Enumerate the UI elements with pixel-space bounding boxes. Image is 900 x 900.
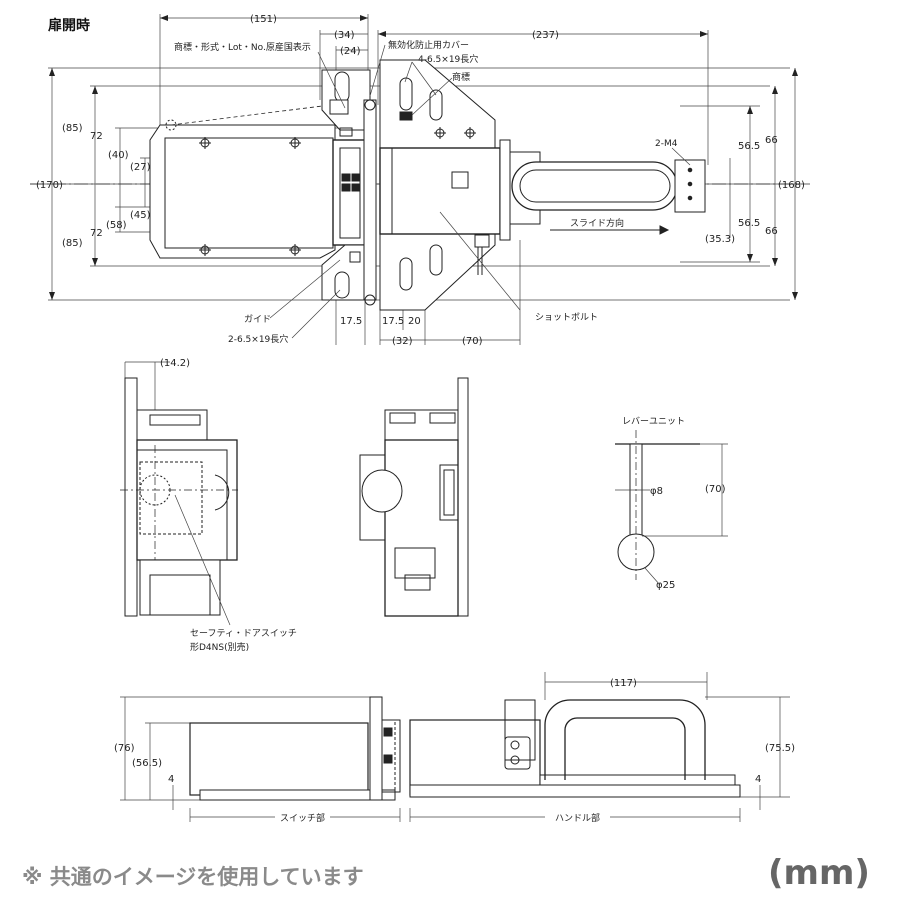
- label-slide: スライド方向: [570, 217, 624, 229]
- label-holes-4: 4-6.5×19長穴: [418, 53, 478, 65]
- label-guide: ガイド: [244, 314, 271, 325]
- dim-72-top: 72: [90, 131, 103, 142]
- unit-label: (mm): [768, 853, 870, 893]
- dim-17-5-right: 17.5: [382, 316, 404, 327]
- label-trademark: 商標: [452, 71, 470, 83]
- dim-56-5-top: 56.5: [738, 141, 760, 152]
- dim-70-lever: (70): [705, 484, 726, 495]
- lever-unit: [615, 430, 728, 586]
- dim-32: (32): [392, 336, 413, 347]
- label-handle-part: ハンドル部: [555, 812, 600, 824]
- dim-34: (34): [334, 30, 355, 41]
- dim-151: (151): [250, 14, 277, 25]
- dim-24: (24): [340, 46, 361, 57]
- top-view: [30, 14, 810, 345]
- view-title: 扉開時: [48, 17, 90, 34]
- label-cover: 無効化防止用カバー: [388, 39, 469, 51]
- dim-27: (27): [130, 162, 151, 173]
- dim-4-left: 4: [168, 774, 174, 785]
- bottom-view: [120, 672, 790, 822]
- side-view-handle: [359, 377, 469, 617]
- dim-35-3: (35.3): [705, 234, 735, 245]
- footer-note: ※ 共通のイメージを使用しています: [22, 865, 364, 889]
- dim-phi8: φ8: [650, 486, 663, 497]
- dim-20: 20: [408, 316, 421, 327]
- dim-85-top: (85): [62, 123, 83, 134]
- label-switch-2: 形D4NS(別売): [190, 641, 249, 653]
- dim-70: (70): [462, 336, 483, 347]
- dim-76: (76): [114, 743, 135, 754]
- label-m4: 2-M4: [655, 139, 678, 149]
- dim-56-5: (56.5): [132, 758, 162, 769]
- dim-66-top: 66: [765, 135, 778, 146]
- dim-75-5: (75.5): [765, 743, 795, 754]
- dim-58: (58): [106, 220, 127, 231]
- dim-17-5-left: 17.5: [340, 316, 362, 327]
- dim-85-bot: (85): [62, 238, 83, 249]
- dim-4-right: 4: [755, 774, 761, 785]
- dim-66-bot: 66: [765, 226, 778, 237]
- lever-title: レバーユニット: [622, 416, 685, 427]
- dim-170: (170): [36, 180, 63, 191]
- dim-72-bot: 72: [90, 228, 103, 239]
- dim-40: (40): [108, 150, 129, 161]
- dim-168: (168): [778, 180, 805, 191]
- side-view-switch: [120, 361, 238, 626]
- dim-45: (45): [130, 210, 151, 221]
- label-bolt: ショットボルト: [535, 312, 598, 323]
- dim-phi25: φ25: [656, 580, 675, 591]
- label-switch-part: スイッチ部: [280, 812, 325, 824]
- label-marking: 商標・形式・Lot・No.原産国表示: [174, 41, 311, 53]
- label-holes-2: 2-6.5×19長穴: [228, 333, 288, 345]
- dim-14-2: (14.2): [160, 358, 190, 369]
- dim-117: (117): [610, 678, 637, 689]
- dim-237: (237): [532, 30, 559, 41]
- dim-56-5-bot: 56.5: [738, 218, 760, 229]
- label-switch-1: セーフティ・ドアスイッチ: [190, 628, 297, 639]
